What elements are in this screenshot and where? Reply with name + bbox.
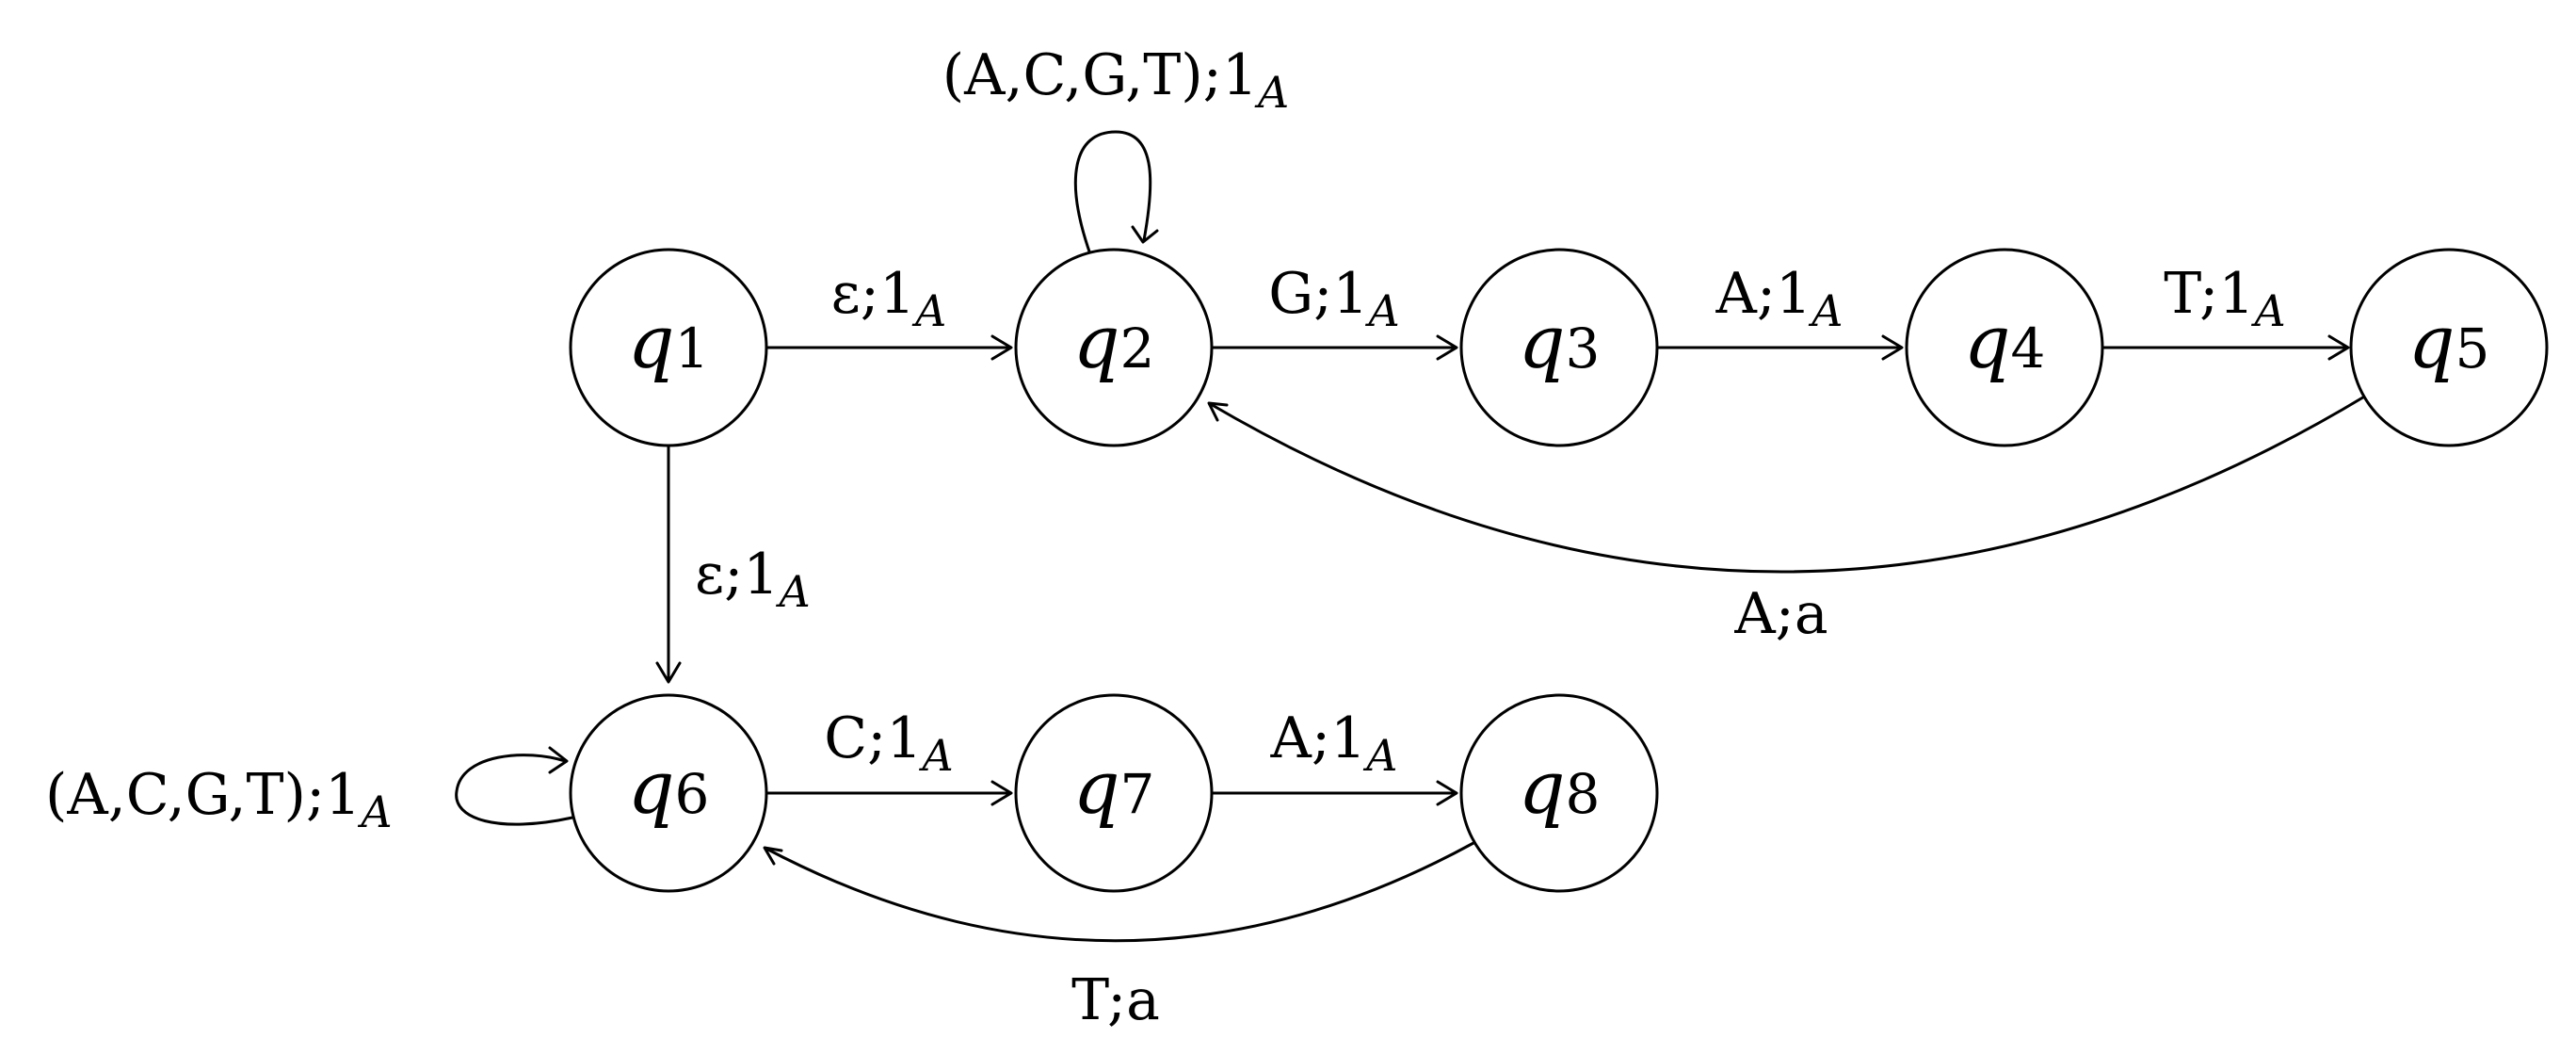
label-q8-q6: T;a [1071,967,1160,1033]
state-q4: q4 [1905,248,2104,447]
label-q3-q4: A;1A [1715,261,1843,336]
edge-q7-q8 [1212,780,1458,806]
label-q2-loop: (A,C,G,T);1A [942,42,1290,118]
state-q5: q5 [2349,248,2549,447]
label-q5-q2: A;a [1733,581,1827,647]
label-q7-q8: A;1A [1270,705,1398,781]
edge-q4-q5 [2102,334,2350,361]
edge-q6-loop [455,746,573,826]
edge-q3-q4 [1657,334,1904,361]
state-q2: q2 [1014,248,1214,447]
svg-text:q5: q5 [2408,300,2490,385]
svg-text:q7: q7 [1073,746,1155,831]
state-q7: q7 [1014,693,1214,893]
edge-q8-q6 [764,841,1474,943]
edge-q5-q2-curve [1207,394,2367,574]
label-q1-q6: ε;1A [695,542,811,617]
svg-text:q6: q6 [628,746,710,831]
label-q1-q2: ε;1A [831,261,947,336]
label-q6-q7: C;1A [824,705,954,781]
svg-text:q4: q4 [1964,300,2046,385]
state-q1: q1 [569,248,768,447]
svg-text:q1: q1 [628,300,710,385]
label-q6-loop: (A,C,G,T);1A [45,762,393,837]
state-q6: q6 [569,693,768,893]
label-q4-q5: T;1A [2164,261,2286,336]
state-q3: q3 [1459,248,1659,447]
state-q8: q8 [1459,693,1659,893]
label-q2-q3: G;1A [1268,261,1400,336]
svg-text:q2: q2 [1073,300,1155,385]
edge-q8-q6-head [763,846,783,866]
svg-text:q3: q3 [1519,300,1601,385]
edge-q1-q2 [767,334,1013,361]
edge-q6-q7 [767,780,1013,806]
svg-text:q8: q8 [1519,746,1601,831]
edge-q2-loop [1073,130,1159,255]
edge-q2-q3 [1212,334,1458,361]
edge-q1-q6 [655,446,682,684]
